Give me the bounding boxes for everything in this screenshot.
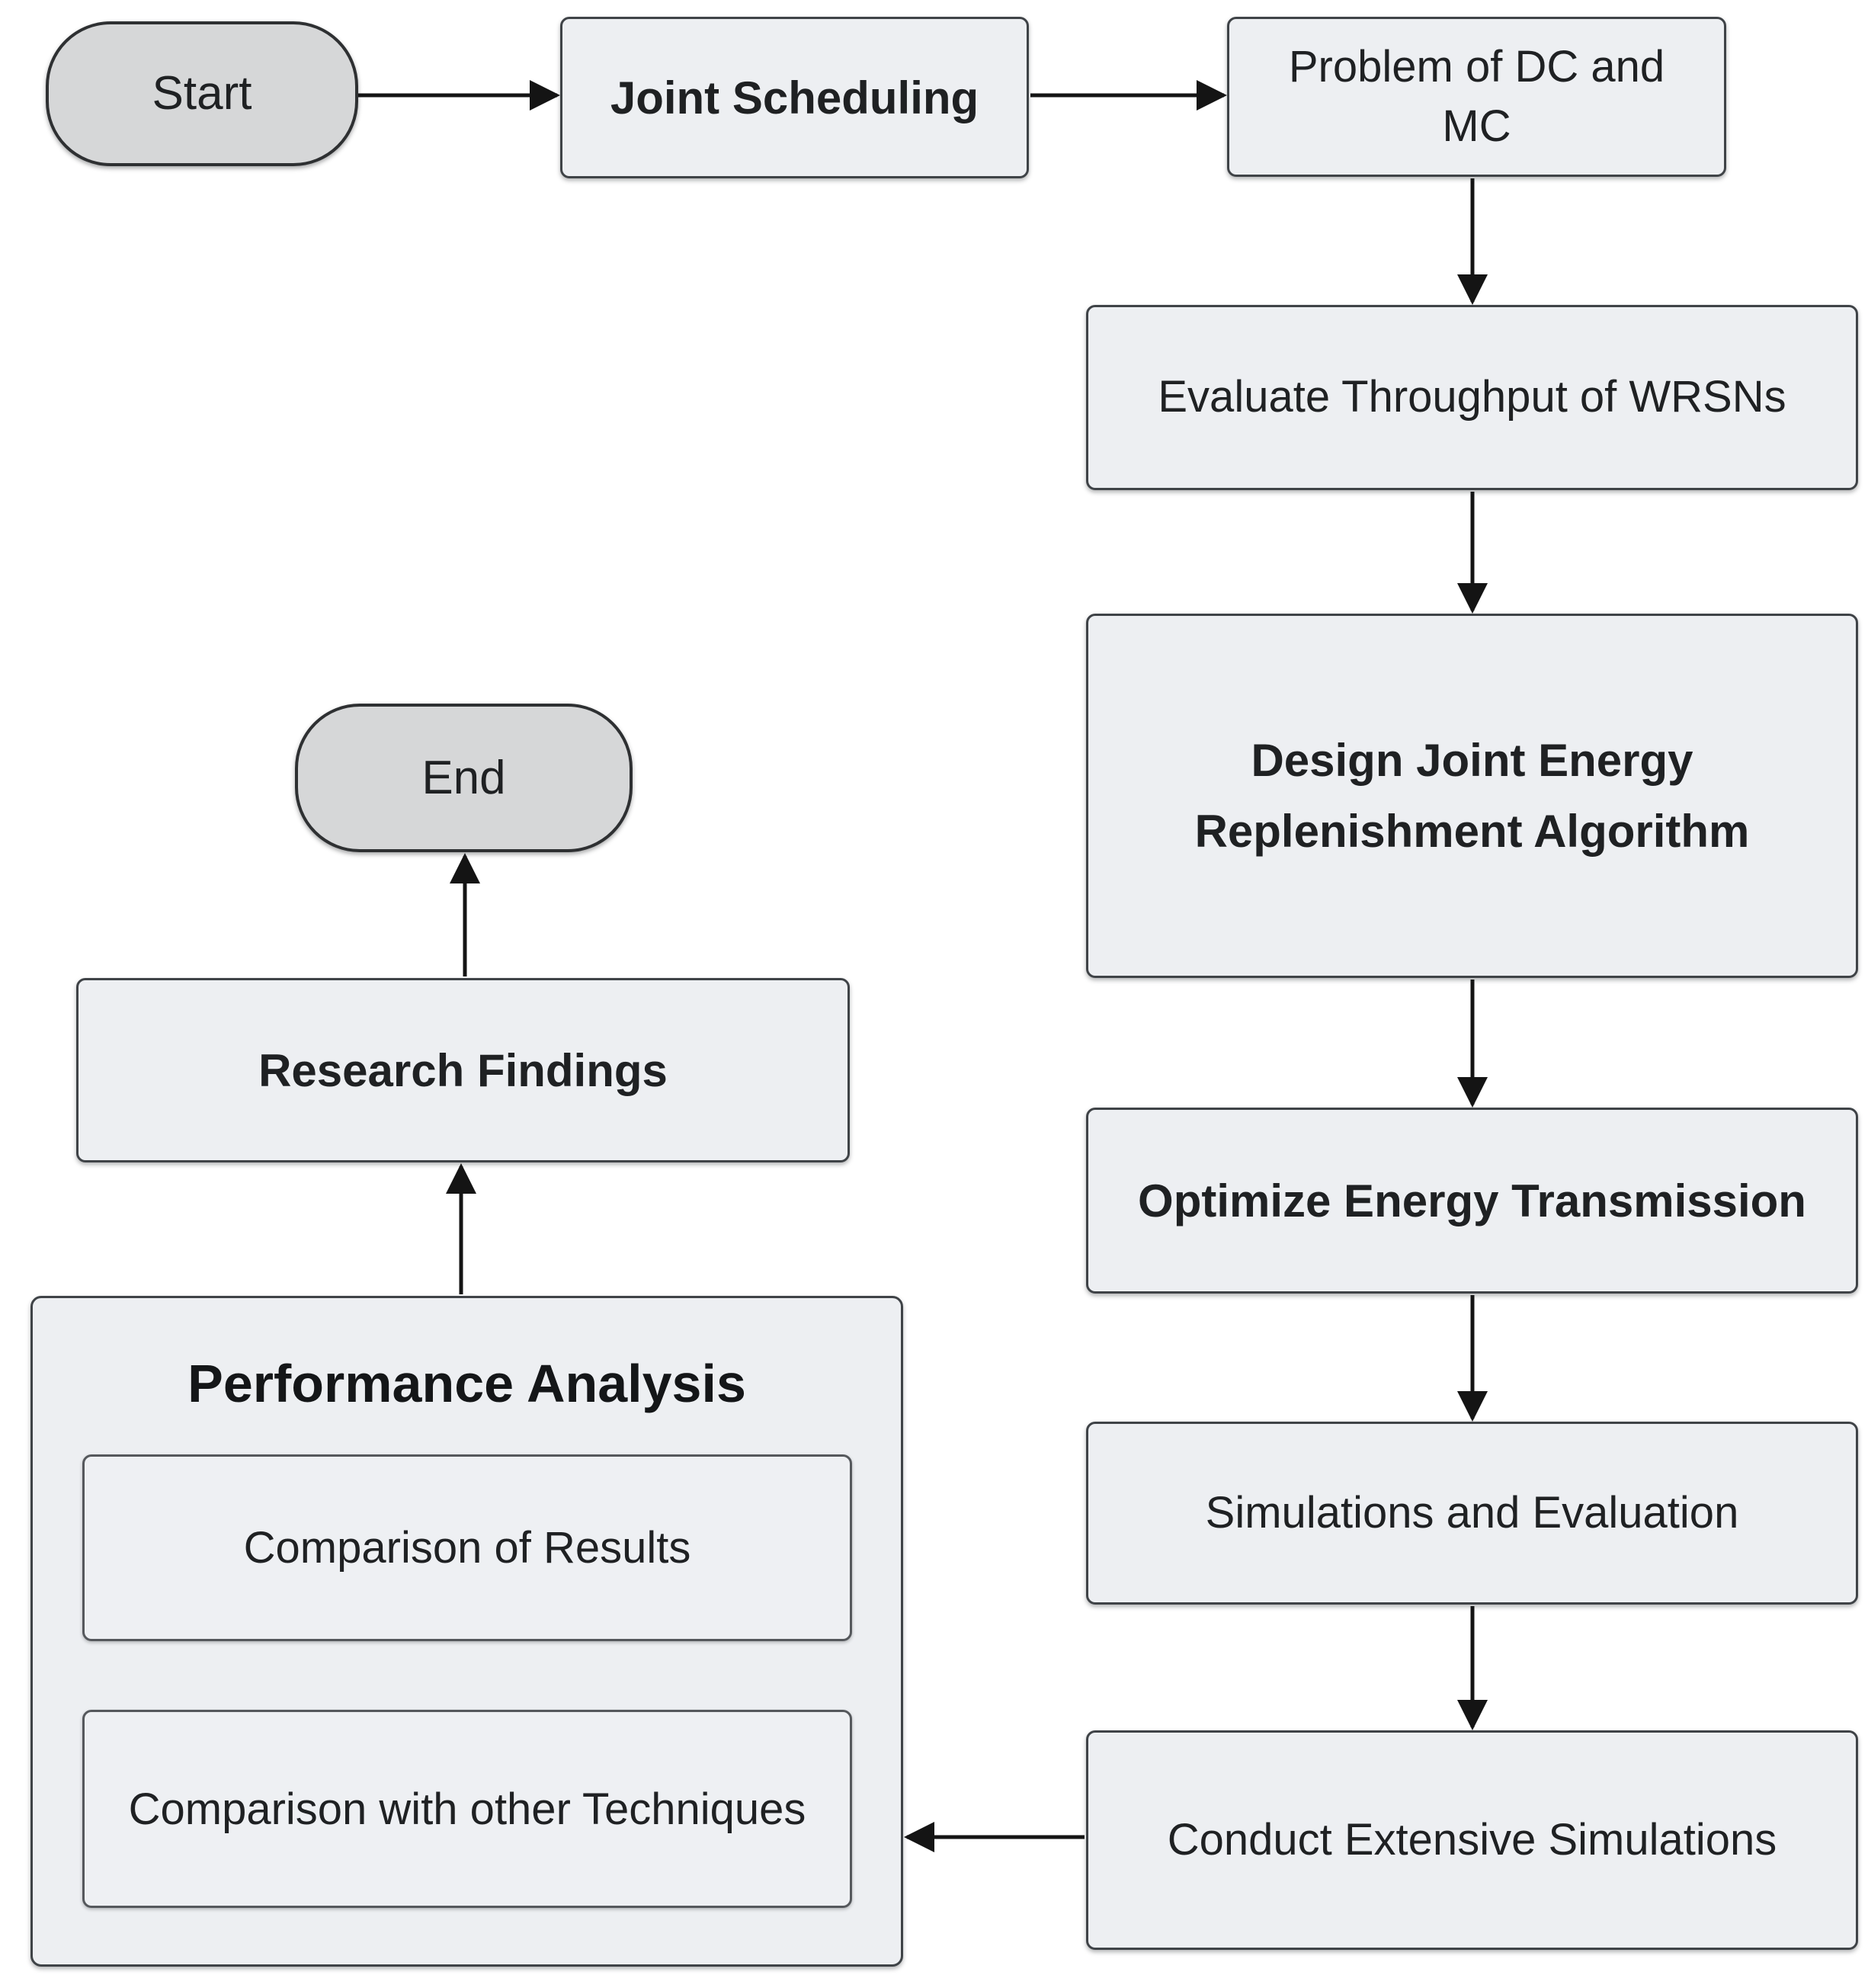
- node-design-algorithm: Design Joint Energy Replenishment Algori…: [1086, 614, 1858, 978]
- node-performance-analysis-group: Performance Analysis Comparison of Resul…: [30, 1296, 903, 1967]
- node-comparison-results-label: Comparison of Results: [243, 1523, 691, 1573]
- node-simulations-evaluation-label: Simulations and Evaluation: [1205, 1487, 1739, 1537]
- node-optimize-energy: Optimize Energy Transmission: [1086, 1108, 1858, 1294]
- performance-analysis-title: Performance Analysis: [187, 1354, 746, 1413]
- node-conduct-simulations-label: Conduct Extensive Simulations: [1167, 1814, 1777, 1865]
- node-research-findings-label: Research Findings: [258, 1044, 668, 1096]
- node-comparison-techniques-label: Comparison with other Techniques: [128, 1784, 806, 1834]
- node-design-algorithm-label: Design Joint Energy Replenishment Algori…: [1194, 735, 1750, 857]
- node-problem-dc-mc: Problem of DC and MC: [1227, 17, 1726, 177]
- node-start-label: Start: [152, 67, 252, 120]
- node-optimize-energy-label: Optimize Energy Transmission: [1138, 1175, 1806, 1226]
- node-problem-dc-mc-label: Problem of DC and MC: [1288, 41, 1665, 151]
- node-joint-scheduling-label: Joint Scheduling: [610, 72, 979, 123]
- node-simulations-evaluation: Simulations and Evaluation: [1086, 1422, 1858, 1605]
- node-evaluate-throughput-label: Evaluate Throughput of WRSNs: [1158, 372, 1786, 422]
- node-comparison-techniques: Comparison with other Techniques: [82, 1710, 852, 1908]
- node-conduct-simulations: Conduct Extensive Simulations: [1086, 1730, 1858, 1950]
- node-joint-scheduling: Joint Scheduling: [560, 17, 1029, 178]
- node-end: End: [295, 704, 633, 852]
- node-end-label: End: [421, 751, 506, 804]
- node-evaluate-throughput: Evaluate Throughput of WRSNs: [1086, 305, 1858, 490]
- node-research-findings: Research Findings: [76, 978, 850, 1162]
- node-start: Start: [46, 21, 358, 166]
- node-comparison-results: Comparison of Results: [82, 1454, 852, 1641]
